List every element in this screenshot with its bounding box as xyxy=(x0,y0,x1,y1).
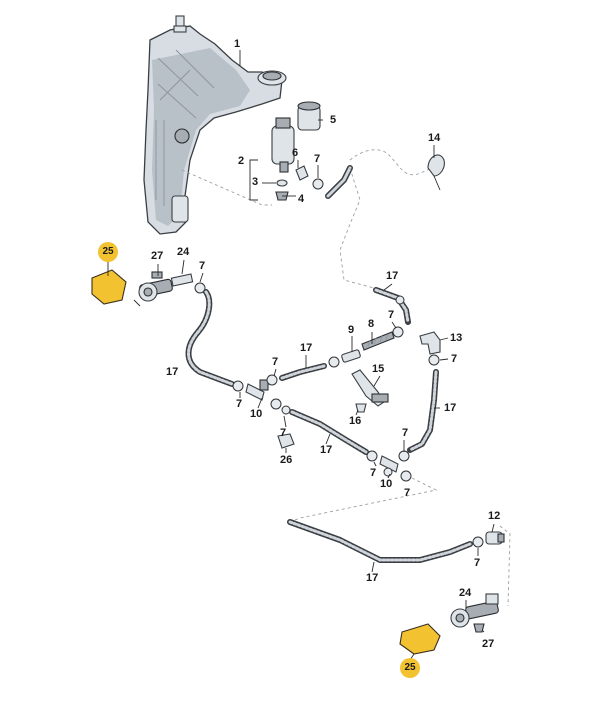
callout-17-center-lower: 17 xyxy=(320,444,333,456)
hose-right-top xyxy=(373,287,411,325)
callout-16: 16 xyxy=(349,415,362,427)
hose-clip-14 xyxy=(427,154,445,191)
callout-17-center-upper: 17 xyxy=(300,342,313,354)
callout-7-left-nozzle: 7 xyxy=(199,260,206,272)
callout-17-right-top: 17 xyxy=(386,270,399,282)
callout-9: 9 xyxy=(348,324,355,336)
supply-hose-upper xyxy=(325,149,433,289)
callout-10-right: 10 xyxy=(380,478,393,490)
hose-right-vertical xyxy=(407,369,439,453)
callout-7-right-t-bottom: 7 xyxy=(404,487,411,499)
callout-26: 26 xyxy=(280,454,293,466)
t-connector-10-left xyxy=(245,374,282,410)
callout-7-lower-left: 7 xyxy=(280,427,287,439)
callout-27-right: 27 xyxy=(482,638,495,650)
callout-7-left-t: 7 xyxy=(236,398,243,410)
callout-3: 3 xyxy=(252,176,259,188)
t-connector-10-right xyxy=(379,450,412,482)
callout-1: 1 xyxy=(234,38,241,50)
callout-7-pump: 7 xyxy=(314,153,321,165)
callout-27-left: 27 xyxy=(151,250,164,262)
callout-8: 8 xyxy=(368,318,375,330)
callout-14: 14 xyxy=(428,132,441,144)
hose-center-lower xyxy=(281,405,378,462)
hose-lower-long xyxy=(287,519,484,563)
bracket-15 xyxy=(351,369,389,413)
callout-25-left: 25 xyxy=(98,242,118,262)
callout-10-left: 10 xyxy=(250,408,263,420)
callout-25-right: 25 xyxy=(400,658,420,678)
pump-seal-grommet xyxy=(297,101,321,131)
callout-13: 13 xyxy=(450,332,463,344)
connector-12 xyxy=(485,531,505,545)
guide-lines-lower xyxy=(289,477,511,607)
callout-7-right-t-top: 7 xyxy=(402,427,409,439)
right-headlamp-nozzle xyxy=(399,593,499,655)
left-nozzle-hose xyxy=(185,282,244,392)
hose-center-upper xyxy=(279,356,340,381)
clip-26 xyxy=(277,433,295,449)
callout-17-right-vertical: 17 xyxy=(444,402,457,414)
callout-7-elbow: 7 xyxy=(451,353,458,365)
elbow-connector-13 xyxy=(419,331,441,366)
callout-7-center-upper: 7 xyxy=(272,356,279,368)
leader-lines xyxy=(107,50,495,661)
callout-5: 5 xyxy=(330,114,337,126)
callout-15: 15 xyxy=(372,363,385,375)
callout-6: 6 xyxy=(292,147,299,159)
callout-17-left-hose: 17 xyxy=(166,366,179,378)
washer-pump-assembly xyxy=(181,117,324,206)
callout-7-right-top: 7 xyxy=(388,309,395,321)
washer-reservoir xyxy=(143,15,287,235)
callout-2: 2 xyxy=(238,155,245,167)
check-valve-9 xyxy=(341,326,404,363)
callout-24-left: 24 xyxy=(177,246,190,258)
callout-4: 4 xyxy=(298,193,305,205)
left-headlamp-nozzle xyxy=(91,269,194,307)
callout-12: 12 xyxy=(488,510,501,522)
callout-7-right-t-left: 7 xyxy=(370,467,377,479)
callout-17-lower-long: 17 xyxy=(366,572,379,584)
callout-24-right: 24 xyxy=(459,587,472,599)
callout-7-connector-12: 7 xyxy=(474,557,481,569)
